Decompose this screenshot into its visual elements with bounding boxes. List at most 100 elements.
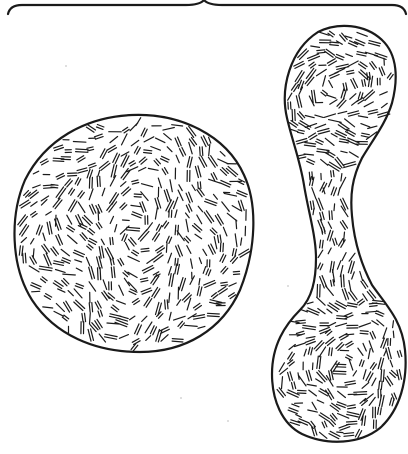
hatch-dash [311, 348, 313, 355]
hatch-dash [337, 261, 340, 269]
hatch-dash [309, 390, 317, 396]
hatch-dash [43, 233, 45, 241]
hatch-dash [88, 330, 91, 342]
hatch-dash [215, 216, 221, 226]
hatch-dash [89, 282, 96, 291]
hatch-dash [363, 294, 367, 301]
hatch-dash [103, 280, 107, 290]
hatch-dash [167, 300, 168, 309]
hatch-dash [329, 180, 332, 187]
hatch-dash [310, 201, 311, 209]
hatch-dash [347, 355, 353, 358]
hatch-dash [187, 157, 190, 167]
hatch-dash [318, 131, 329, 134]
hatch-dash [331, 171, 332, 177]
background-speck [287, 285, 289, 287]
hatch-dash [194, 224, 202, 231]
hatch-dash [235, 234, 237, 247]
hatch-dash [352, 272, 355, 279]
hatch-dash [331, 187, 334, 195]
hatch-dash [75, 260, 82, 262]
hatch-dash [101, 310, 103, 316]
hatch-dash [75, 286, 82, 289]
hatch-dash [380, 92, 388, 95]
hatch-dash [330, 261, 332, 272]
hatch-dash [307, 77, 314, 85]
hatch-dash [139, 168, 146, 172]
hatch-dash [360, 360, 362, 366]
hatch-dash [31, 239, 34, 244]
hatch-dash [152, 287, 158, 296]
hatch-dash [347, 412, 359, 415]
hatch-dash [328, 248, 331, 254]
hatch-dash [141, 192, 148, 201]
hatch-dash [349, 359, 353, 370]
hatch-dash [383, 328, 387, 339]
hatch-dash [84, 215, 92, 223]
hatch-dash [154, 289, 160, 298]
hatch-dash [400, 350, 402, 356]
hatch-dash [209, 144, 210, 155]
hatch-dash [303, 325, 316, 327]
hatch-dash [344, 275, 345, 287]
hatch-dash [327, 309, 332, 313]
hatch-dash [347, 421, 357, 422]
hatch-dash [330, 100, 337, 104]
background-speck [227, 420, 229, 422]
hatch-dash [364, 80, 365, 86]
hatch-dash [322, 422, 325, 428]
hatch-dash [363, 343, 366, 351]
hatch-dash [279, 363, 284, 372]
hatch-dash [364, 416, 365, 425]
hatch-dash [348, 303, 357, 305]
hatch-dash [195, 234, 202, 238]
hatch-dash [330, 45, 339, 46]
hatch-dash [336, 64, 348, 67]
hatch-dash [314, 90, 316, 102]
hatch-dash [21, 238, 26, 243]
hatch-dash [178, 190, 183, 200]
hatch-dash [347, 73, 354, 74]
hatch-dash [333, 371, 346, 372]
hatch-dash [121, 155, 127, 166]
hatch-dash [321, 413, 330, 419]
hatch-dash [397, 351, 399, 357]
hatch-dash [328, 222, 331, 228]
hatch-dash [105, 337, 117, 339]
hatch-dash [290, 422, 299, 425]
hatch-dash [141, 280, 148, 282]
hatch-dash [32, 291, 40, 292]
hatch-dash [323, 90, 328, 94]
hatch-dash [372, 321, 378, 325]
hatch-dash [305, 116, 314, 118]
hatch-dash [334, 204, 335, 211]
hatch-dash [30, 192, 38, 198]
hatch-dash [220, 152, 225, 157]
hatch-dash [144, 137, 154, 142]
hatch-dash [339, 100, 346, 108]
hatch-dash [58, 289, 65, 292]
hatch-dash [209, 137, 211, 143]
hatch-dash [198, 182, 199, 189]
hatch-dash [110, 238, 111, 245]
hatch-dash [112, 238, 113, 245]
hatch-dash [326, 337, 334, 343]
hatch-dash [294, 382, 296, 389]
hatch-dash [295, 110, 296, 121]
hatch-dash [362, 133, 370, 135]
hatch-dash [186, 219, 188, 231]
hatch-dash [98, 311, 100, 317]
hatch-dash [67, 215, 72, 224]
hatch-dash [295, 343, 306, 346]
hatch-dash [393, 321, 394, 328]
hatch-dash [296, 96, 299, 108]
hatch-dash [232, 249, 234, 256]
hatch-dash [47, 222, 49, 234]
hatch-dash [71, 201, 77, 212]
hatch-dash [306, 371, 309, 381]
hatch-dash [55, 200, 62, 209]
hatch-dash [208, 270, 210, 276]
hatch-dash [319, 415, 328, 421]
hatch-dash [364, 102, 373, 107]
hatch-dash [351, 291, 357, 300]
